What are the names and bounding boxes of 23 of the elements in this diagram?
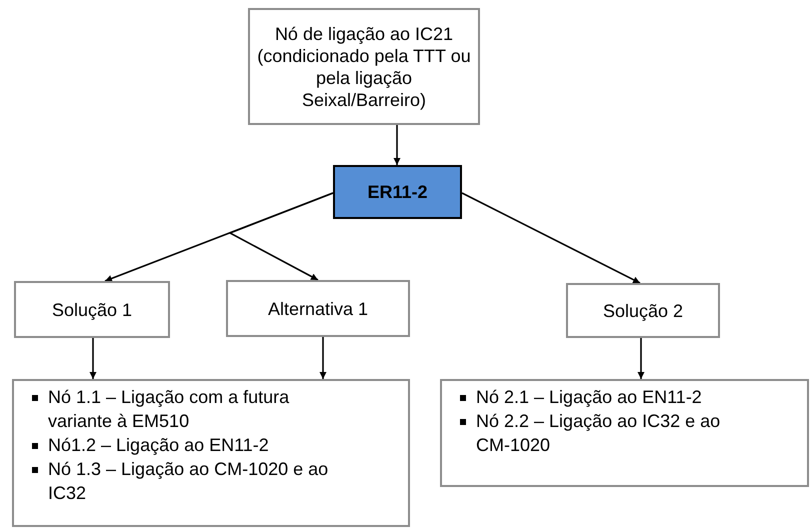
list-box	[12, 379, 410, 527]
highlighted-box	[333, 165, 462, 219]
arrow	[394, 125, 400, 165]
list-item: Nó 2.2 – Ligação ao IC32 e ao CM-1020	[476, 410, 722, 457]
list-item: Nó 2.1 – Ligação ao EN11-2	[476, 386, 702, 409]
arrow	[320, 337, 326, 379]
arrow	[638, 338, 644, 379]
box-label: Nó de ligação ao IC21 (condicionado pela TTT ou pela ligação Seixal/Barreiro)	[256, 22, 472, 110]
arrow	[228, 192, 334, 281]
list-item: Nó1.2 – Ligação ao EN11-2	[48, 434, 269, 457]
process-box	[226, 280, 410, 337]
box-label: ER11-2	[367, 181, 428, 203]
process-box	[248, 8, 480, 125]
arrow	[90, 338, 96, 379]
process-box	[14, 281, 170, 338]
process-box	[566, 283, 720, 338]
list-item: Nó 1.3 – Ligação ao CM-1020 e ao IC32	[48, 458, 330, 505]
list-item: Nó 1.1 – Ligação com a futura variante à EM510	[48, 386, 290, 433]
list-box	[440, 379, 809, 487]
box-label: Alternativa 1	[268, 298, 368, 320]
arrow	[462, 192, 640, 284]
box-label: Solução 2	[602, 300, 684, 322]
box-label: Solução 1	[52, 298, 132, 320]
